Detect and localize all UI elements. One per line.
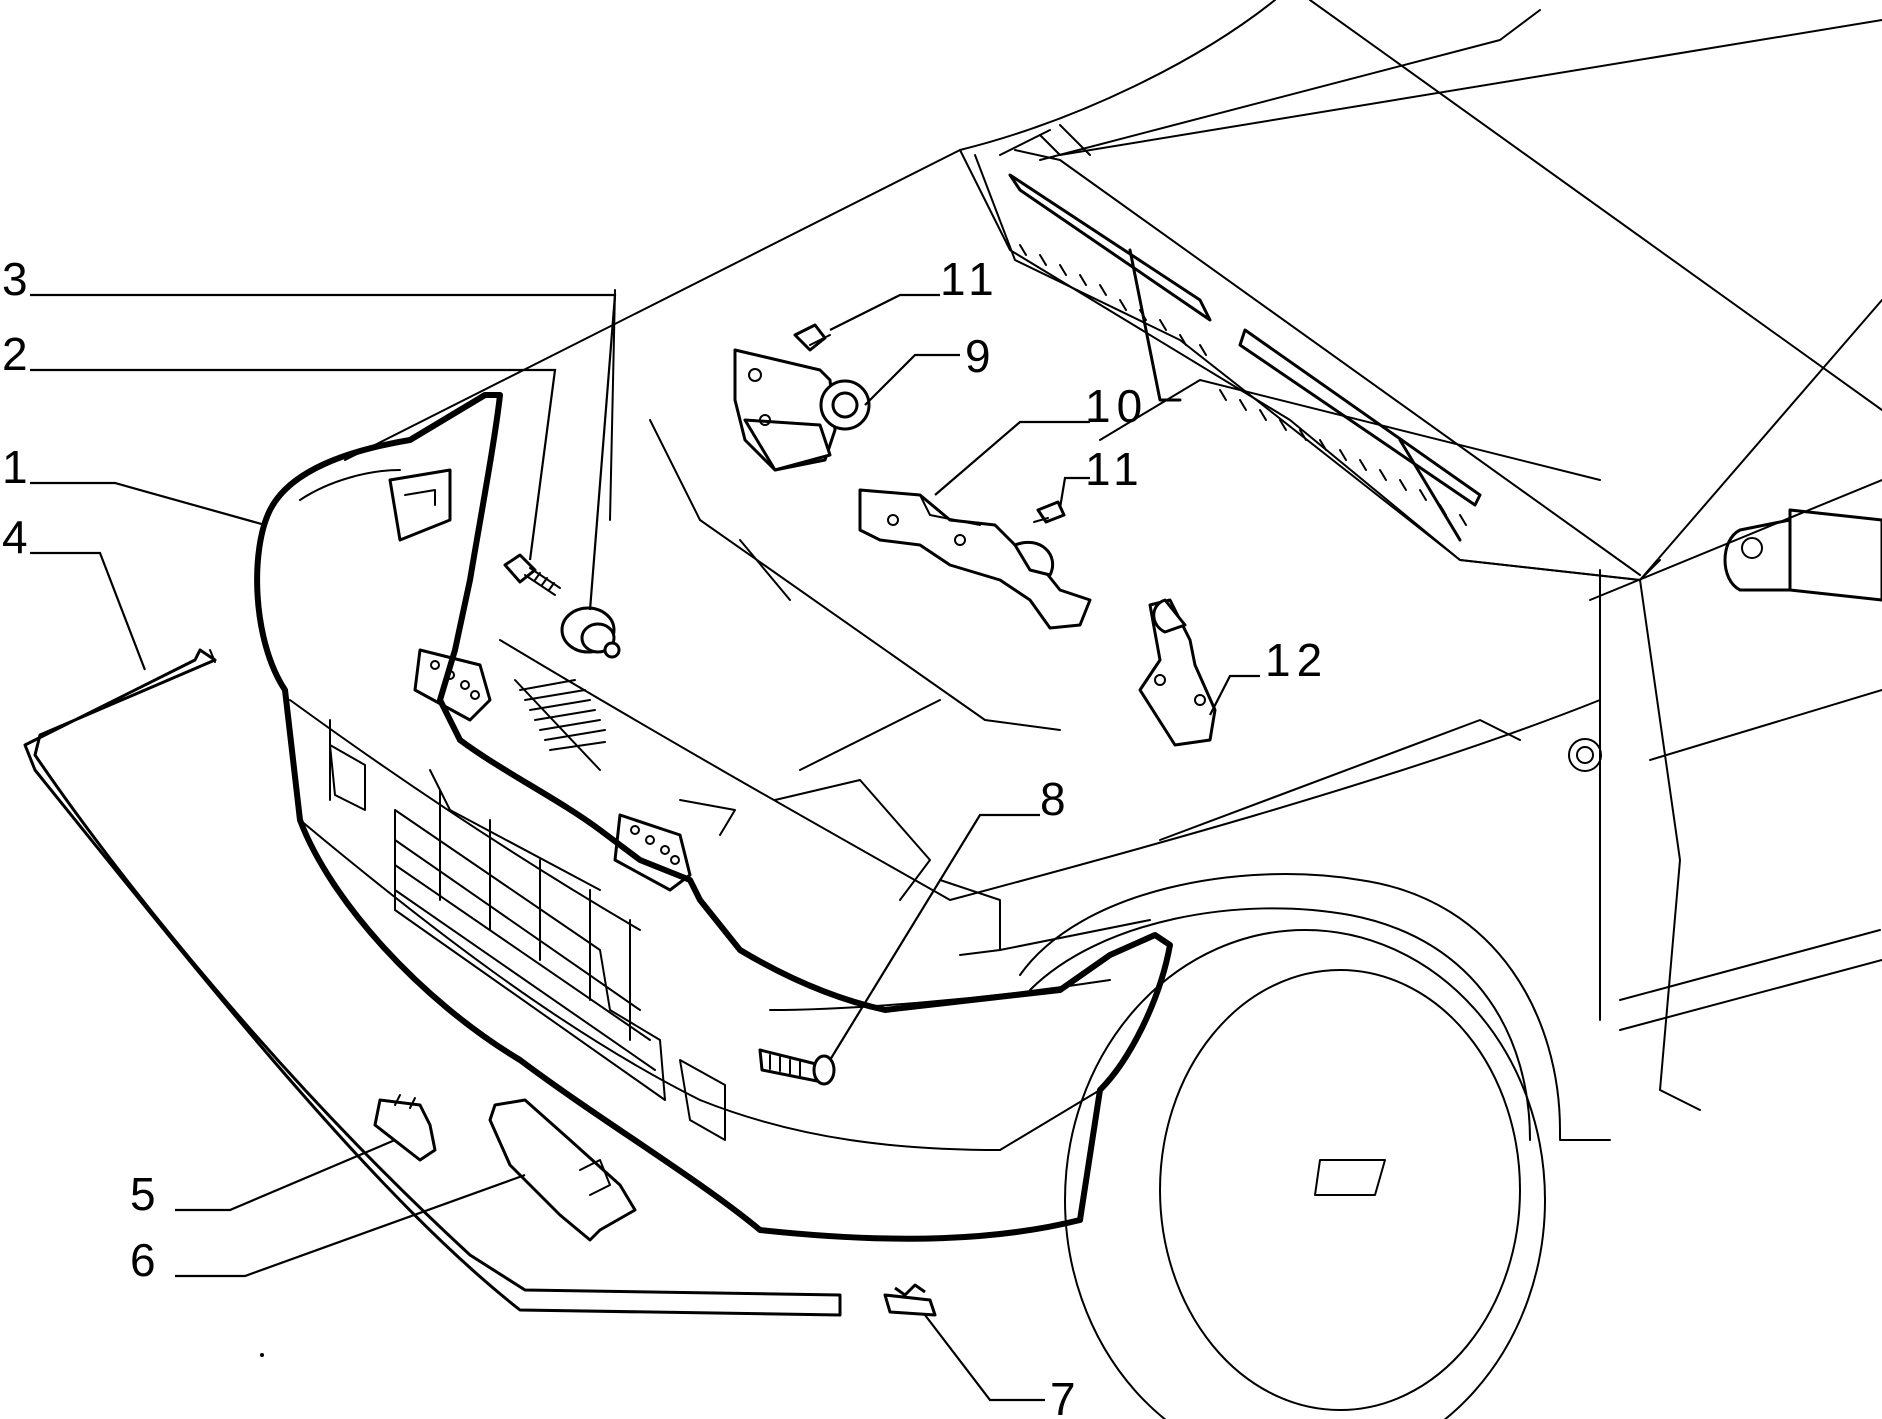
clip-part-5 (373, 1094, 437, 1162)
callout-labels: 3 2 1 4 5 6 7 8 9 10 11 11 12 (2, 253, 1328, 1419)
clip-part-7 (883, 1283, 937, 1317)
grommet-part-3 (560, 606, 621, 659)
bumper-part-1 (254, 392, 1173, 1242)
callout-11-upper: 11 (940, 253, 1000, 305)
callout-10: 10 (1085, 380, 1148, 432)
bolt-part-8 (758, 1048, 836, 1086)
callout-4: 4 (2, 511, 34, 563)
car-body-outline (260, 0, 1882, 1419)
callout-2: 2 (2, 328, 34, 380)
callout-8: 8 (1040, 773, 1072, 825)
screw-part-2 (503, 553, 561, 596)
clip-part-12 (1138, 598, 1217, 747)
callout-5: 5 (130, 1168, 162, 1220)
callout-7: 7 (1050, 1373, 1082, 1419)
leader-lines (30, 293, 1260, 1402)
callout-12: 12 (1265, 634, 1328, 686)
callout-3: 3 (2, 253, 34, 305)
callout-6: 6 (130, 1234, 162, 1286)
screw-part-11-lower (1033, 500, 1066, 524)
callout-1: 1 (2, 441, 34, 493)
bracket-part-9 (733, 348, 871, 472)
callout-9: 9 (965, 330, 997, 382)
cover-part-6 (488, 1098, 637, 1242)
trim-strip-part-4 (23, 648, 842, 1317)
callout-11-lower: 11 (1085, 443, 1145, 495)
screw-part-11-upper (793, 323, 831, 352)
bracket-part-10 (858, 488, 1092, 630)
